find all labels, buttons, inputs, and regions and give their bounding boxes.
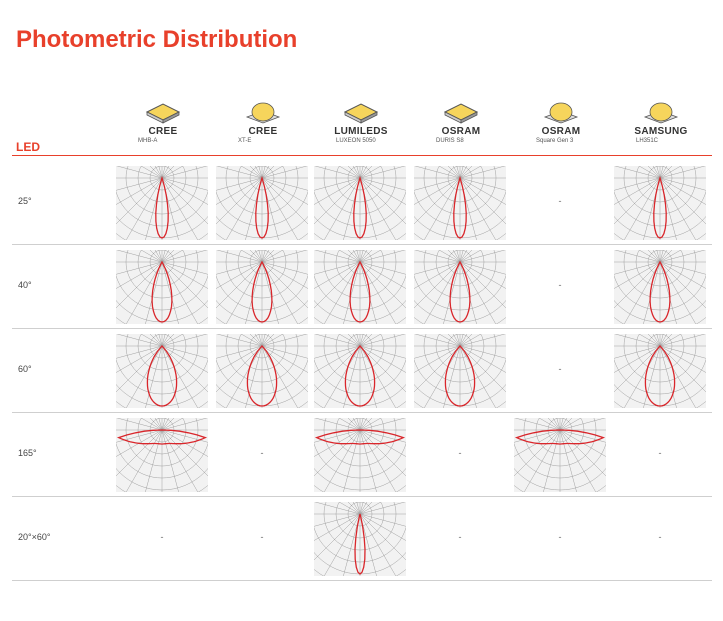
page-title: Photometric Distribution <box>16 26 298 53</box>
empty-cell-dash: - <box>558 532 562 542</box>
empty-cell-dash: - <box>558 364 562 374</box>
led-column-header: LED <box>16 140 40 154</box>
polar-diagram <box>216 334 308 408</box>
row-divider <box>12 580 712 581</box>
photometric-cell <box>414 250 506 324</box>
row-divider <box>12 496 712 497</box>
row-angle-label: 60° <box>18 364 32 374</box>
photometric-cell <box>314 334 406 408</box>
brand-name: CREE <box>248 126 278 137</box>
row-divider <box>12 328 712 329</box>
polar-diagram <box>216 166 308 240</box>
dome-led-chip-icon <box>543 102 579 124</box>
photometric-cell <box>314 502 406 576</box>
square-led-chip-icon <box>343 103 379 124</box>
empty-cell-dash: - <box>260 448 264 458</box>
brand-name: OSRAM <box>441 126 481 137</box>
polar-diagram <box>314 250 406 324</box>
polar-diagram <box>116 250 208 324</box>
brand-name: CREE <box>148 126 178 137</box>
row-angle-label: 165° <box>18 448 37 458</box>
brand-name: OSRAM <box>541 126 581 137</box>
row-divider <box>12 244 712 245</box>
empty-cell-dash: - <box>458 448 462 458</box>
row-divider <box>12 412 712 413</box>
polar-diagram <box>414 334 506 408</box>
polar-diagram <box>116 418 208 492</box>
polar-diagram <box>614 334 706 408</box>
photometric-cell <box>514 418 606 492</box>
photometric-cell <box>314 418 406 492</box>
photometric-cell <box>216 334 308 408</box>
header-divider <box>12 155 712 156</box>
dome-led-chip-icon <box>643 102 679 124</box>
polar-diagram <box>116 334 208 408</box>
polar-diagram <box>314 166 406 240</box>
photometric-cell <box>314 250 406 324</box>
empty-cell-dash: - <box>558 280 562 290</box>
photometric-cell <box>116 250 208 324</box>
photometric-cell <box>116 166 208 240</box>
photometric-cell <box>116 418 208 492</box>
polar-diagram <box>414 166 506 240</box>
photometric-cell <box>216 250 308 324</box>
empty-cell-dash: - <box>260 532 264 542</box>
photometric-cell <box>314 166 406 240</box>
row-angle-label: 20°×60° <box>18 532 51 542</box>
empty-cell-dash: - <box>658 448 662 458</box>
square-led-chip-icon <box>145 103 181 124</box>
square-led-chip-icon <box>443 103 479 124</box>
brand-name: SAMSUNG <box>634 126 688 137</box>
photometric-cell <box>116 334 208 408</box>
photometric-cell <box>414 166 506 240</box>
empty-cell-dash: - <box>160 532 164 542</box>
photometric-cell <box>614 334 706 408</box>
photometric-cell <box>216 166 308 240</box>
polar-diagram <box>216 250 308 324</box>
empty-cell-dash: - <box>558 196 562 206</box>
dome-led-chip-icon <box>245 102 281 124</box>
polar-diagram <box>414 250 506 324</box>
empty-cell-dash: - <box>458 532 462 542</box>
photometric-cell <box>614 250 706 324</box>
model-name: LH351C <box>636 138 659 144</box>
model-name: DURIS S8 <box>436 138 464 144</box>
model-name: XT-E <box>238 138 252 144</box>
photometric-cell <box>414 334 506 408</box>
polar-diagram <box>314 334 406 408</box>
row-angle-label: 40° <box>18 280 32 290</box>
photometric-cell <box>614 166 706 240</box>
model-name: Square Gen 3 <box>536 138 574 144</box>
polar-diagram <box>514 418 606 492</box>
polar-diagram <box>314 502 406 576</box>
polar-diagram <box>116 166 208 240</box>
model-name: LUXEON 5050 <box>336 138 376 144</box>
model-name: MHB-A <box>138 138 158 144</box>
polar-diagram <box>314 418 406 492</box>
polar-diagram <box>614 250 706 324</box>
empty-cell-dash: - <box>658 532 662 542</box>
polar-diagram <box>614 166 706 240</box>
brand-name: LUMILEDS <box>334 126 388 137</box>
row-angle-label: 25° <box>18 196 32 206</box>
